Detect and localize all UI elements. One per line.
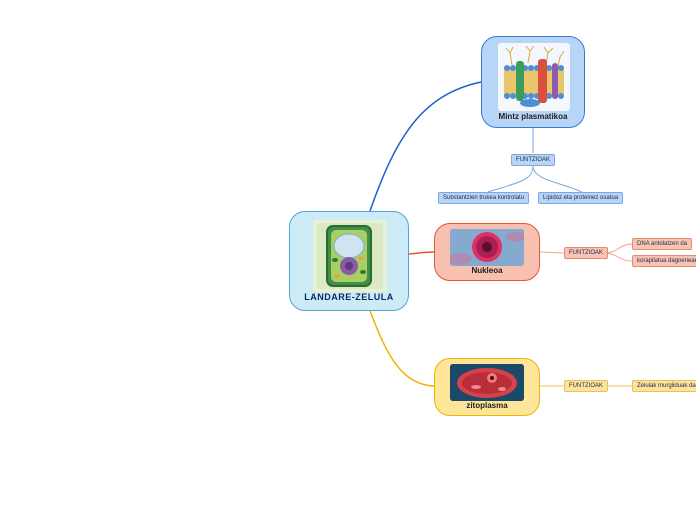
link-funtzioak-func2 (532, 165, 583, 193)
link-center-nukleoa (408, 251, 435, 255)
plant-cell-image (313, 220, 387, 292)
cytoplasm-image (450, 364, 524, 401)
zitoplasma-funtzioak-tag[interactable]: FUNTZIOAK (564, 380, 608, 392)
central-topic-label: LANDARE-ZELULA (304, 292, 394, 302)
topic-mintz-plasmatikoa[interactable]: Mintz plasmatikoa (481, 36, 585, 128)
central-topic[interactable]: LANDARE-ZELULA (289, 211, 409, 311)
topic-nukleoa-label: Nukleoa (471, 266, 503, 275)
topic-zitoplasma-label: zitoplasma (466, 401, 508, 410)
topic-zitoplasma[interactable]: zitoplasma (434, 358, 540, 416)
cell-membrane-image (498, 43, 570, 111)
link-nukleoa-func2 (605, 252, 633, 262)
nucleus-image (450, 229, 524, 266)
mintz-function-2[interactable]: Lipidoz eta proteinez osatua (538, 192, 624, 204)
topic-nukleoa[interactable]: Nukleoa (434, 223, 540, 281)
link-nukleoa-funtzioak (539, 251, 565, 254)
topic-mintz-label: Mintz plasmatikoa (498, 112, 568, 121)
link-nukleoa-func1 (605, 243, 633, 254)
link-funtzioak-func1 (487, 165, 534, 193)
link-center-zitoplasma (369, 310, 435, 387)
zitoplasma-function-1[interactable]: Zelulak murgilduak da (632, 380, 696, 392)
nukleoa-function-1[interactable]: DNA antolatzen da (632, 238, 693, 250)
link-center-mintz (369, 81, 482, 212)
nukleoa-function-2[interactable]: korapilatua dagoenean (632, 255, 696, 267)
mintz-funtzioak-tag[interactable]: FUNTZIOAK (511, 154, 555, 166)
mintz-function-1[interactable]: Substantzien trukea kontrolatu (438, 192, 530, 204)
nukleoa-funtzioak-tag[interactable]: FUNTZIOAK (564, 247, 608, 259)
